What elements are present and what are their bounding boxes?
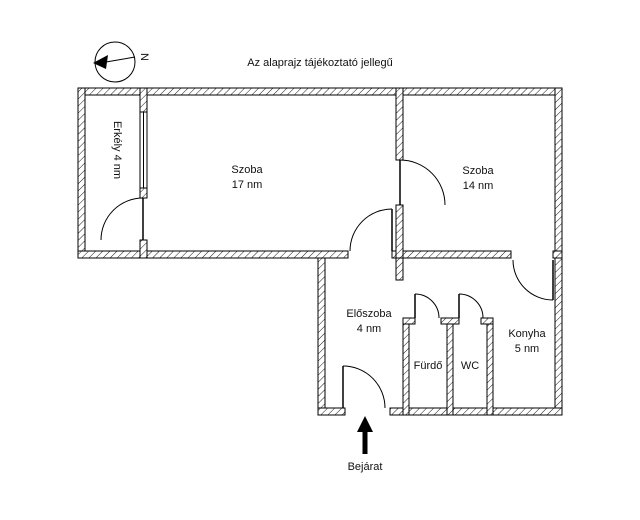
entrance-arrow-icon <box>357 416 373 454</box>
wall-bottom-upper-c <box>552 250 563 259</box>
wall-bath-left <box>402 317 410 416</box>
wall-room-divider-b <box>395 204 404 259</box>
wall-bottom-upper-b <box>391 250 512 259</box>
compass-icon: N <box>93 41 150 83</box>
label-room-large-area: 17 nm <box>232 179 263 191</box>
walls <box>77 87 563 416</box>
wall-bath-top-c <box>480 317 494 325</box>
wall-balcony-a <box>139 87 148 113</box>
door-kitchen <box>512 259 554 301</box>
label-balcony: Erkély 4 nm <box>111 121 123 179</box>
label-kitchen-name: Konyha <box>508 328 546 340</box>
door-room-large <box>349 208 393 252</box>
compass-north-label: N <box>138 53 150 61</box>
door-entrance <box>342 365 386 409</box>
wall-bath-top-b <box>440 317 460 325</box>
wall-left-lower <box>317 257 326 416</box>
label-bathroom: Fürdő <box>414 360 443 372</box>
window <box>139 111 148 189</box>
wall-room-divider-a <box>395 87 404 161</box>
label-wc: WC <box>461 360 479 372</box>
room-labels: Erkély 4 nm Szoba 17 nm Szoba 14 nm Elős… <box>111 121 547 372</box>
wall-left-upper <box>77 87 86 259</box>
doors <box>100 159 554 409</box>
wall-balcony-c <box>139 239 148 259</box>
label-room-small-area: 14 nm <box>463 180 494 192</box>
wall-bath-mid <box>446 317 454 416</box>
label-room-large-name: Szoba <box>231 164 263 176</box>
wall-room-divider-stub <box>395 257 404 281</box>
disclaimer-text: Az alaprajz tájékoztató jellegű <box>247 57 393 69</box>
label-room-small-name: Szoba <box>462 165 494 177</box>
door-room-small <box>399 159 446 206</box>
wall-bath-top-a <box>402 317 416 325</box>
door-balcony <box>100 197 144 241</box>
wall-top <box>77 87 563 96</box>
label-hallway-area: 4 nm <box>357 323 381 335</box>
wall-wc-right <box>486 317 494 416</box>
label-kitchen-area: 5 nm <box>515 343 539 355</box>
door-wc <box>458 293 484 319</box>
entrance-label: Bejárat <box>348 461 383 473</box>
wall-bottom-lower-b <box>389 407 563 416</box>
wall-balcony-b <box>139 187 148 199</box>
wall-bottom-upper-a <box>77 250 349 259</box>
label-hallway-name: Előszoba <box>346 308 392 320</box>
door-bathroom <box>414 293 440 319</box>
wall-bottom-lower-a <box>317 407 346 416</box>
